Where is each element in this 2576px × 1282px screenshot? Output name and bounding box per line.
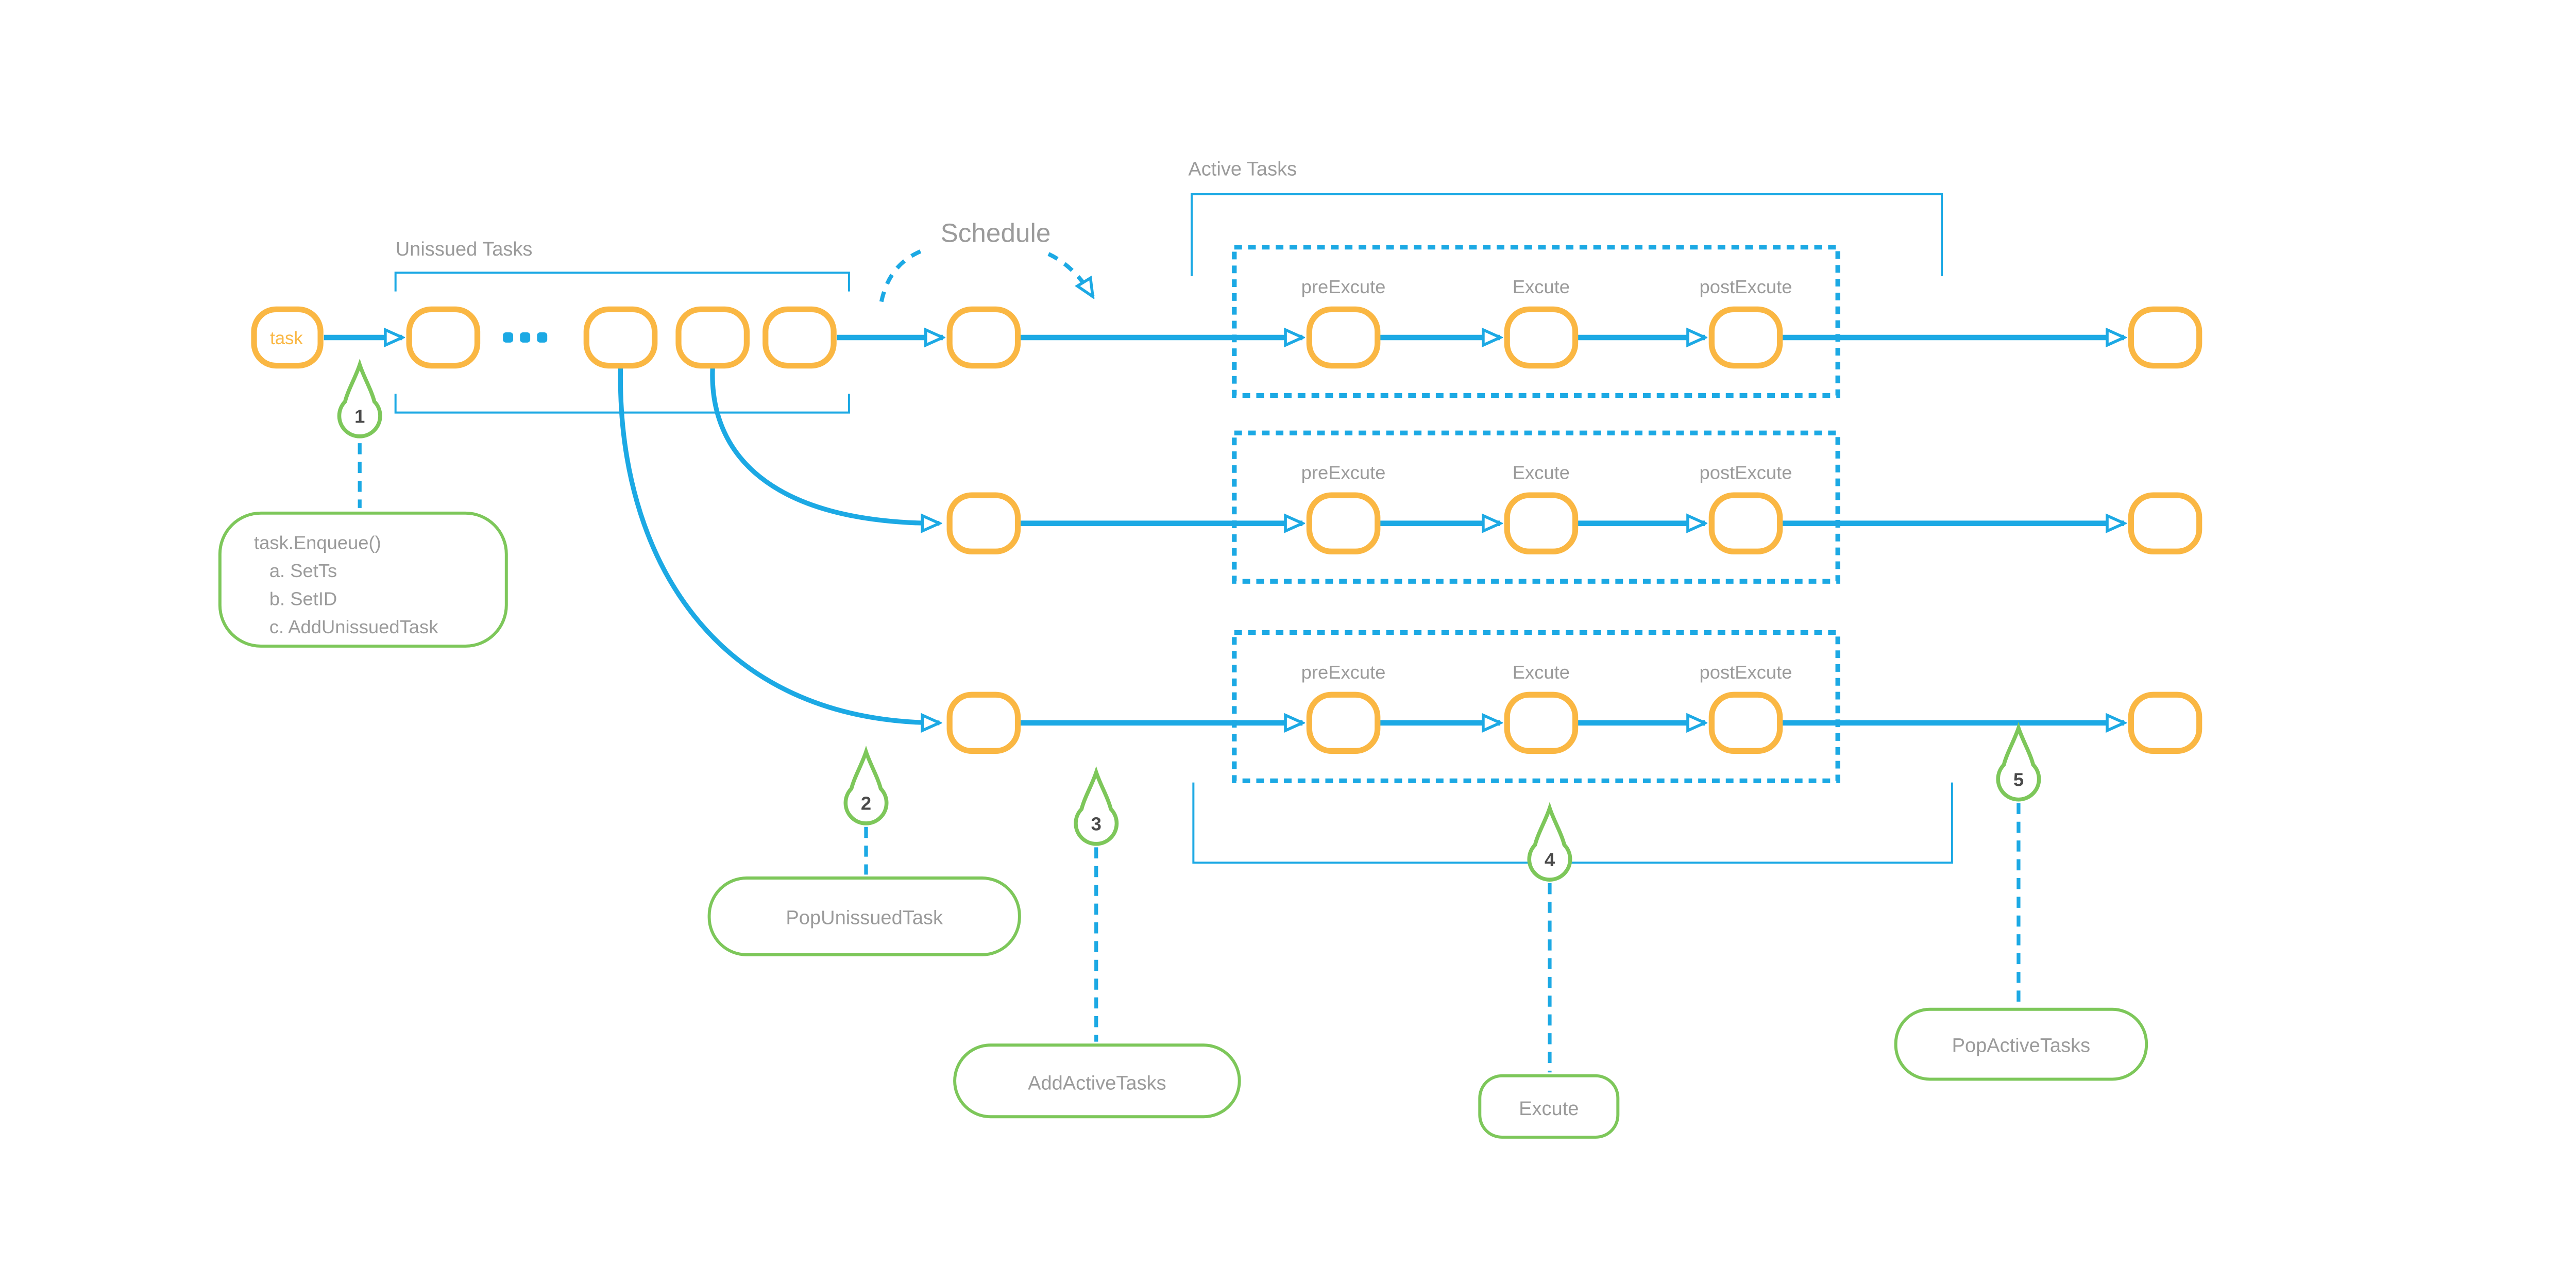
execute-label-row-3: Excute [1513,662,1570,683]
svg-text:4: 4 [1545,849,1555,870]
enqueue-note-box: task.Enqueue() a. SetTs b. SetID c. AddU… [218,511,508,648]
active-task-stage-box-row-3 [1232,630,1840,783]
marker-4-pin: 4 [1527,802,1572,882]
marker-3-pin: 3 [1074,766,1119,846]
task-node [251,306,324,369]
curve-queue-to-schedule-row-2 [710,368,939,524]
postexecute-node-row-2 [1708,492,1783,554]
svg-text:3: 3 [1091,813,1101,834]
curve-queue-to-schedule-row-3 [618,368,939,723]
unissued-tasks-label: Unissued Tasks [396,239,533,260]
pop-unissued-task-label: PopUnissuedTask [786,907,943,929]
preexecute-label-row-2: preExcute [1301,462,1386,483]
active-tasks-bracket-top [1191,193,1943,276]
svg-text:5: 5 [2013,769,2024,790]
svg-text:2: 2 [861,793,871,814]
postexecute-node-row-3 [1708,691,1783,754]
queue-node-3 [675,306,750,369]
execute-node-row-3 [1504,691,1579,754]
schedule-arc-left [879,247,928,302]
preexecute-label-row-3: preExcute [1301,662,1386,683]
active-task-stage-box-row-1 [1232,244,1840,398]
svg-text:1: 1 [354,406,365,427]
execute-note-box: Excute [1478,1074,1620,1139]
preexecute-node-row-3 [1306,691,1381,754]
add-active-tasks-note-box: AddActiveTasks [953,1043,1241,1119]
schedule-label: Schedule [941,218,1051,248]
execute-node-row-2 [1504,492,1579,554]
queue-node-1 [406,306,481,369]
queue-ellipsis-dots [503,332,548,343]
scheduled-node-row-3 [946,691,1021,754]
done-node-row-3 [2128,691,2202,754]
postexecute-label-row-2: postExcute [1700,462,1792,483]
execute-label-row-2: Excute [1513,462,1570,483]
marker-5-pin: 5 [1996,721,2041,802]
enqueue-note-line-3: b. SetID [269,588,337,610]
queue-node-4 [762,306,837,369]
enqueue-note-line-4: c. AddUnissuedTask [269,616,438,637]
done-node-row-1 [2128,306,2202,369]
execute-note-label: Excute [1519,1098,1579,1120]
scheduled-node-row-2 [946,492,1021,554]
active-tasks-label: Active Tasks [1188,159,1297,180]
preexecute-node-row-2 [1306,492,1381,554]
queue-node-2 [583,306,658,369]
active-tasks-bracket-bottom [1192,782,1953,864]
postexecute-label-row-1: postExcute [1700,276,1792,297]
execute-label-row-1: Excute [1513,276,1570,297]
enqueue-note-line-1: task.Enqueue() [254,532,381,553]
marker-1-pin: 1 [337,358,382,438]
unissued-tasks-bracket-top [394,272,850,292]
task-node-label: task [270,329,303,348]
marker-2-pin: 2 [843,746,889,825]
active-task-stage-box-row-2 [1232,430,1840,584]
postexecute-label-row-3: postExcute [1700,662,1792,683]
pop-active-tasks-note-box: PopActiveTasks [1894,1007,2148,1081]
scheduled-node-row-1 [946,306,1021,369]
schedule-arc-right-arrow [1047,252,1093,297]
postexecute-node-row-1 [1708,306,1783,369]
add-active-tasks-label: AddActiveTasks [1028,1072,1166,1094]
execute-node-row-1 [1504,306,1579,369]
pop-unissued-task-note-box: PopUnissuedTask [707,876,1021,956]
preexecute-label-row-1: preExcute [1301,276,1386,297]
done-node-row-2 [2128,492,2202,554]
preexecute-node-row-1 [1306,306,1381,369]
enqueue-note-line-2: a. SetTs [269,560,337,581]
pop-active-tasks-label: PopActiveTasks [1952,1035,2091,1056]
